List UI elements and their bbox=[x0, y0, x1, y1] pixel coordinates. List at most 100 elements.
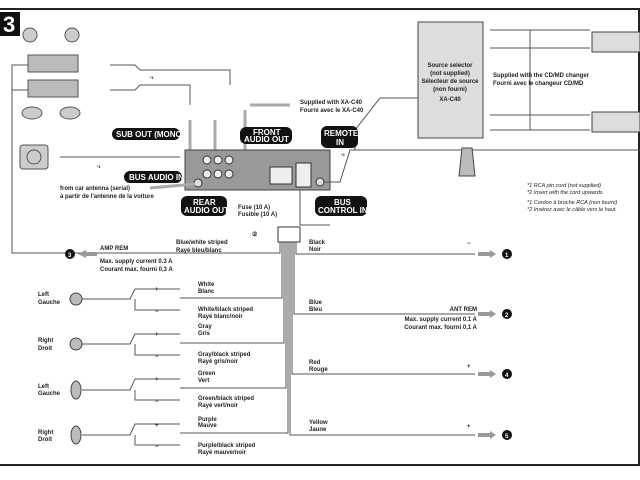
svg-text:Sélecteur de source: Sélecteur de source bbox=[421, 79, 479, 85]
svg-text:+: + bbox=[155, 287, 159, 293]
fuse-label: Fuse (10 A) bbox=[238, 205, 270, 211]
ref-badge-4 bbox=[502, 369, 512, 379]
power-connector-socket[interactable] bbox=[269, 166, 293, 185]
svg-text:Left: Left bbox=[38, 384, 49, 390]
svg-text:Rayé blanc/noir: Rayé blanc/noir bbox=[198, 314, 243, 320]
svg-text:Green: Green bbox=[198, 371, 216, 377]
svg-text:*2 Insert with the cord upward: *2 Insert with the cord upwards. bbox=[527, 190, 604, 196]
svg-text:1: 1 bbox=[505, 253, 509, 259]
amplifier-icon bbox=[27, 54, 79, 73]
svg-text:Max. supply current 0.1 A: Max. supply current 0.1 A bbox=[405, 317, 478, 323]
amplifier-speakers-group bbox=[19, 27, 81, 170]
svg-text:Droit: Droit bbox=[38, 437, 52, 443]
svg-text:BUS: BUS bbox=[334, 198, 352, 207]
xa-c40-label-fr: Fourni avec le XA-C40 bbox=[300, 108, 364, 114]
ref-badge-1 bbox=[502, 249, 512, 259]
svg-text:*1 Cordon à broche RCA (non fo: *1 Cordon à broche RCA (non fourni) bbox=[527, 200, 617, 206]
svg-text:Rayé vert/noir: Rayé vert/noir bbox=[198, 403, 239, 409]
remote-commander-icon bbox=[458, 147, 476, 177]
svg-text:Green/black striped: Green/black striped bbox=[198, 396, 254, 402]
svg-text:−: − bbox=[155, 444, 159, 450]
cd-md-label: Supplied with the CD/MD changer bbox=[493, 73, 590, 79]
harness-connector bbox=[277, 226, 301, 243]
svg-text:REMOTE: REMOTE bbox=[324, 129, 359, 138]
amp-rem-label: AMP REM bbox=[100, 246, 128, 252]
xa-c40-label: Supplied with XA-C40 bbox=[300, 100, 363, 106]
front-audio-out-label: FRONT AUDIO OUT bbox=[240, 127, 292, 144]
rca-jacks[interactable] bbox=[202, 155, 234, 179]
svg-text:Bleu: Bleu bbox=[309, 307, 322, 313]
svg-text:Gris: Gris bbox=[198, 331, 211, 337]
remote-in-label: REMOTE IN bbox=[321, 126, 359, 148]
svg-text:*2: *2 bbox=[341, 152, 346, 157]
svg-text:Purple: Purple bbox=[198, 417, 217, 423]
svg-text:+: + bbox=[155, 377, 159, 383]
bus-control-in-label: BUS CONTROL IN bbox=[315, 196, 368, 216]
svg-text:White/black striped: White/black striped bbox=[198, 307, 253, 313]
svg-text:*1: *1 bbox=[97, 164, 102, 169]
svg-text:Gauche: Gauche bbox=[38, 391, 61, 397]
svg-text:Jaune: Jaune bbox=[309, 427, 327, 433]
svg-text:4: 4 bbox=[505, 373, 509, 379]
svg-text:Courant max. fourni 0,1 A: Courant max. fourni 0,1 A bbox=[404, 325, 477, 331]
svg-text:XA-C40: XA-C40 bbox=[439, 97, 461, 103]
bus-audio-in-label: BUS AUDIO IN bbox=[124, 171, 184, 183]
svg-text:②: ② bbox=[252, 231, 258, 238]
svg-text:*1 RCA pin cord (not supplied): *1 RCA pin cord (not supplied) bbox=[527, 183, 601, 189]
arrow-left-icon bbox=[78, 250, 97, 258]
svg-text:Max. supply current 0.3 A: Max. supply current 0.3 A bbox=[100, 259, 173, 265]
svg-text:Rayé bleu/blanc: Rayé bleu/blanc bbox=[176, 248, 222, 254]
remote-in-jack[interactable] bbox=[315, 177, 325, 187]
svg-text:Yellow: Yellow bbox=[309, 420, 328, 426]
subwoofer-icon bbox=[19, 144, 49, 170]
cd-md-changer-icon bbox=[591, 31, 640, 53]
ref-badge-5 bbox=[502, 430, 512, 440]
svg-text:(non fourni): (non fourni) bbox=[433, 87, 467, 93]
svg-text:+: + bbox=[467, 424, 471, 430]
svg-text:+: + bbox=[467, 364, 471, 370]
svg-text:Source selector: Source selector bbox=[427, 63, 473, 69]
right-wire-yellow: Yellow Jaune + 5 bbox=[309, 420, 512, 440]
svg-text:2: 2 bbox=[505, 313, 509, 319]
amplifier-icon bbox=[27, 79, 79, 98]
svg-text:Gauche: Gauche bbox=[38, 300, 61, 306]
svg-text:AUDIO OUT: AUDIO OUT bbox=[184, 206, 229, 215]
svg-text:Left: Left bbox=[38, 292, 49, 298]
harness-wires bbox=[20, 242, 475, 436]
svg-text:+: + bbox=[155, 423, 159, 429]
svg-text:Blanc: Blanc bbox=[198, 289, 215, 295]
right-wire-red: Red Rouge + 4 bbox=[309, 360, 512, 379]
svg-text:Droit: Droit bbox=[38, 346, 52, 352]
rca-gray-lines bbox=[188, 103, 290, 150]
changer-cables bbox=[490, 29, 590, 131]
footnotes: *1 RCA pin cord (not supplied) *2 Insert… bbox=[527, 183, 617, 213]
svg-text:Noir: Noir bbox=[309, 247, 322, 253]
svg-text:Blue: Blue bbox=[309, 300, 323, 306]
sub-out-label: SUB OUT (MONO) bbox=[112, 128, 185, 140]
antenna-jack[interactable] bbox=[193, 178, 203, 188]
rear-audio-out-label: REAR AUDIO OUT bbox=[181, 196, 229, 216]
svg-text:*1: *1 bbox=[150, 75, 155, 80]
right-wire-blue: Blue Bleu ANT REM Max. supply current 0.… bbox=[309, 300, 512, 331]
svg-text:Gray: Gray bbox=[198, 324, 212, 330]
antenna-label-fr: à partir de l'antenne de la voiture bbox=[60, 194, 154, 200]
svg-text:Rayé gris/noir: Rayé gris/noir bbox=[198, 359, 239, 365]
svg-text:Courant max. fourni 0,3 A: Courant max. fourni 0,3 A bbox=[100, 267, 173, 273]
svg-text:Mauve: Mauve bbox=[198, 423, 217, 429]
svg-text:(not supplied): (not supplied) bbox=[430, 71, 470, 77]
svg-text:Right: Right bbox=[38, 338, 53, 344]
svg-text:FRONT: FRONT bbox=[253, 128, 281, 137]
svg-text:−: − bbox=[155, 354, 159, 360]
svg-text:Right: Right bbox=[38, 430, 53, 436]
svg-text:+: + bbox=[155, 332, 159, 338]
source-selector-box bbox=[417, 21, 484, 139]
svg-text:AUDIO OUT: AUDIO OUT bbox=[244, 135, 289, 144]
amp-cables bbox=[11, 64, 231, 254]
svg-text:REAR: REAR bbox=[193, 198, 216, 207]
svg-text:3: 3 bbox=[68, 253, 72, 259]
svg-text:Purple/black striped: Purple/black striped bbox=[198, 443, 256, 449]
bus-control-socket[interactable] bbox=[295, 162, 312, 188]
